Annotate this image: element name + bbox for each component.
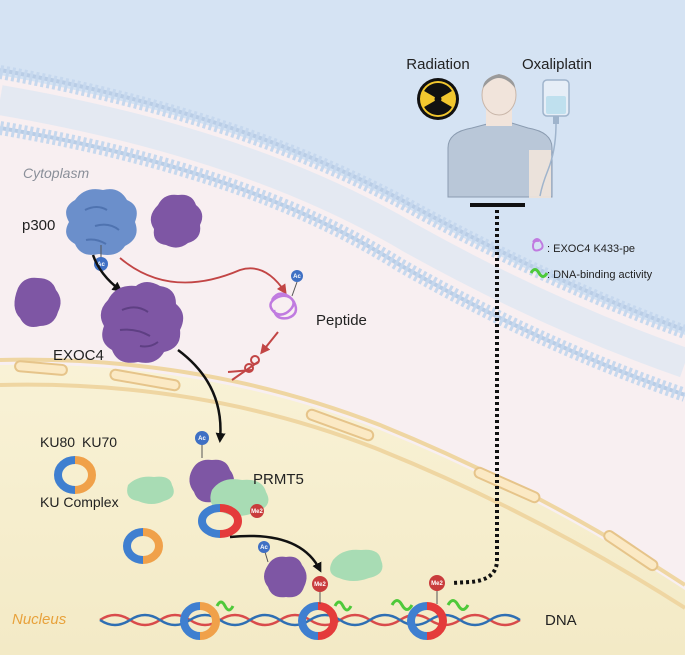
translocation-arrow [177, 348, 226, 443]
svg-text:Ac: Ac [198, 436, 206, 442]
peptide-icon [531, 238, 544, 252]
legend-item-dna-binding: : DNA-binding activity [547, 269, 653, 281]
patient-icon [447, 74, 553, 207]
svg-text:Ac: Ac [293, 274, 301, 280]
scissors-icon [227, 355, 260, 381]
dna-helix [99, 613, 521, 627]
ku-on-dna-3: Me2 [390, 575, 470, 640]
prmt5-protein-released [330, 549, 383, 581]
cytoplasm-label: Cytoplasm [23, 165, 89, 181]
oxaliplatin-label: Oxaliplatin [522, 56, 592, 73]
nucleus-label: Nucleus [12, 611, 67, 628]
dna-label: DNA [545, 612, 577, 629]
exoc4-prmt5-ku-assembly: Ac Me2 [189, 431, 269, 538]
ku80-label: KU80 [40, 434, 75, 450]
ku-complex-free [123, 528, 163, 564]
plasma-membrane [0, 65, 685, 402]
exoc4-label: EXOC4 [53, 347, 104, 364]
iv-bag-icon [539, 79, 570, 197]
peptide-label: Peptide [316, 312, 367, 329]
prmt5-label: PRMT5 [253, 471, 304, 488]
ku-complex-label: KU Complex [40, 494, 119, 510]
p300-label: p300 [22, 217, 55, 234]
prmt5-protein-free [127, 476, 174, 504]
exoc4-protein-released: Ac [258, 541, 307, 598]
svg-text:Me2: Me2 [431, 581, 443, 587]
exoc4-protein-cluster [14, 194, 203, 327]
cleavage-arrow [260, 331, 279, 355]
svg-text:Me2: Me2 [314, 582, 326, 588]
ku-on-dna-1 [180, 600, 235, 640]
svg-text:Me2: Me2 [251, 509, 263, 515]
svg-text:Ac: Ac [260, 545, 268, 551]
nucleus-region [0, 364, 685, 655]
ku-complex-icon [54, 456, 96, 494]
ku-on-dna-2: Me2 [298, 576, 353, 640]
legend: : EXOC4 K433-pe : DNA-binding activity [529, 238, 653, 281]
svg-text:Ac: Ac [97, 262, 105, 268]
dna-binding-icon [529, 268, 549, 278]
radiation-icon [417, 78, 459, 120]
exoc4-protein [100, 282, 184, 363]
peptide-arrow [119, 257, 287, 295]
legend-item-peptide: : EXOC4 K433-pe [547, 243, 635, 255]
peptide-icon: Ac [269, 270, 303, 320]
ku70-label: KU70 [82, 434, 117, 450]
acetylation-arrow [91, 254, 123, 292]
radiation-label: Radiation [406, 56, 469, 73]
nuclear-envelope [0, 357, 685, 610]
methylation-arrow [229, 534, 322, 573]
treatment-effect-line [451, 210, 499, 585]
p300-protein [66, 189, 137, 255]
